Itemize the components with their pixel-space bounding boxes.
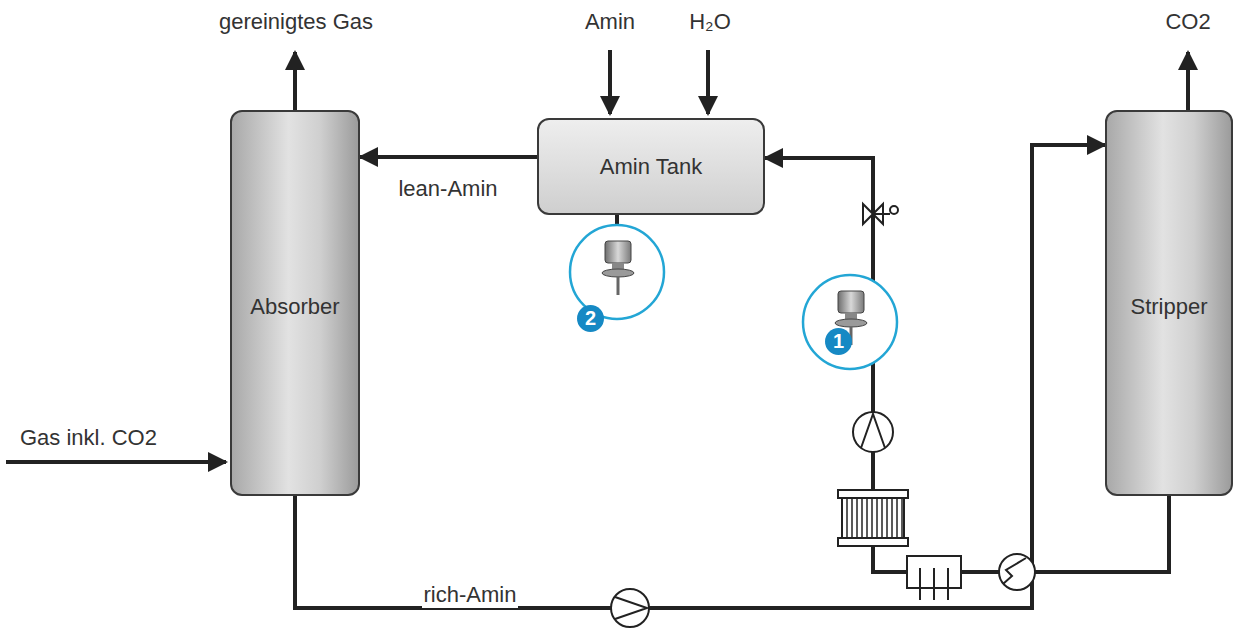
stream-label: gereinigtes Gas xyxy=(219,10,373,34)
column-box: Absorber xyxy=(230,110,360,496)
instrument-1 xyxy=(803,275,897,369)
cooler xyxy=(838,490,908,546)
node-label: Absorber xyxy=(250,294,339,320)
edge-label: rich-Amin xyxy=(422,582,519,608)
callout-number: 2 xyxy=(577,305,604,332)
node-label: Amin Tank xyxy=(600,154,702,180)
filter xyxy=(907,556,961,600)
control-valve xyxy=(863,204,898,224)
stream-label: Amin xyxy=(585,10,635,34)
callout-number: 1 xyxy=(825,328,852,355)
stream-label: Gas inkl. CO2 xyxy=(20,426,157,450)
stream-label: H₂O xyxy=(689,10,731,34)
edge-label: lean-Amin xyxy=(396,176,499,202)
column-box: Stripper xyxy=(1105,110,1233,496)
stream-label: CO2 xyxy=(1165,10,1210,34)
instrument-2 xyxy=(570,225,664,319)
node-label: Stripper xyxy=(1130,294,1207,320)
return-pump xyxy=(853,412,893,452)
stream-arrows xyxy=(6,50,1188,462)
pipe-connector xyxy=(360,155,537,159)
heat-exchanger xyxy=(999,554,1035,608)
tank-box: Amin Tank xyxy=(537,118,765,215)
rich-pump xyxy=(611,589,649,627)
